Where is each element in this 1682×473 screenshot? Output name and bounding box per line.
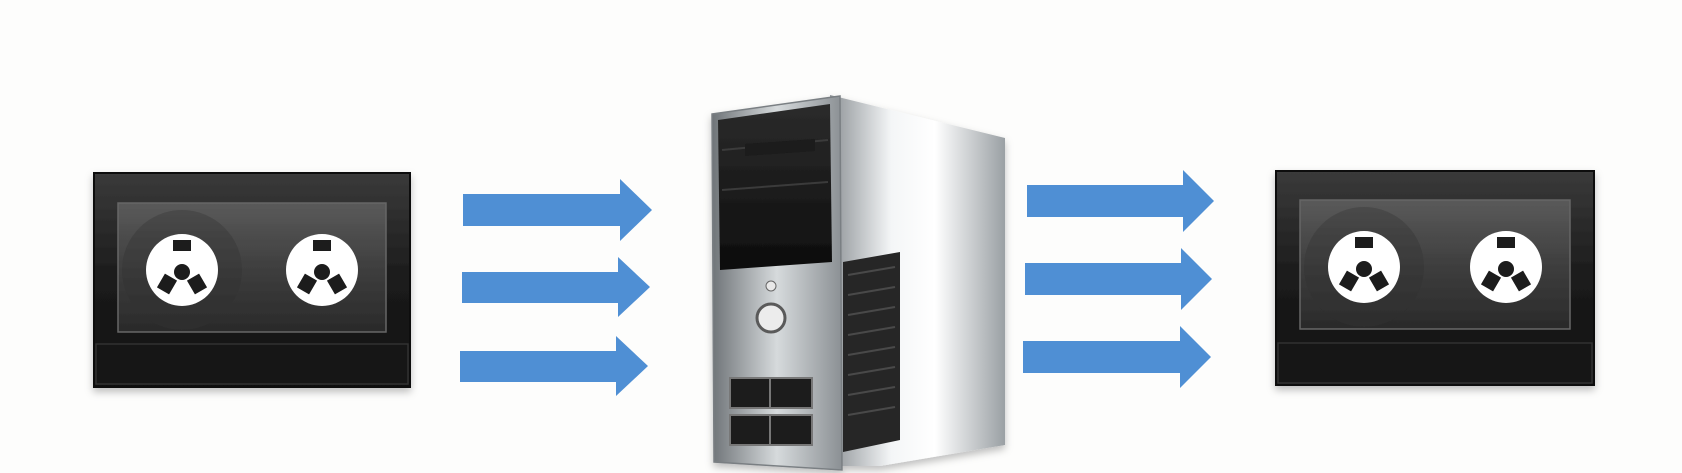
input-tape-right-reel [286,234,358,306]
input-tape-cartridge [93,172,411,388]
output-arrows [1023,170,1214,388]
output-tape-left-reel [1328,231,1400,303]
input-arrow-top [463,179,652,241]
output-arrow-bottom [1023,326,1211,388]
output-tape-right-reel [1470,231,1542,303]
input-tape-left-reel [146,234,218,306]
output-arrow-top [1027,170,1214,232]
input-arrows [460,179,652,396]
desktop-tower-computer [711,95,1005,471]
input-arrow-bottom [460,336,648,396]
indicator-light [765,280,777,292]
power-button [755,302,787,334]
input-arrow-middle [462,257,650,317]
output-arrow-middle [1025,248,1212,310]
output-tape-cartridge [1275,170,1595,386]
